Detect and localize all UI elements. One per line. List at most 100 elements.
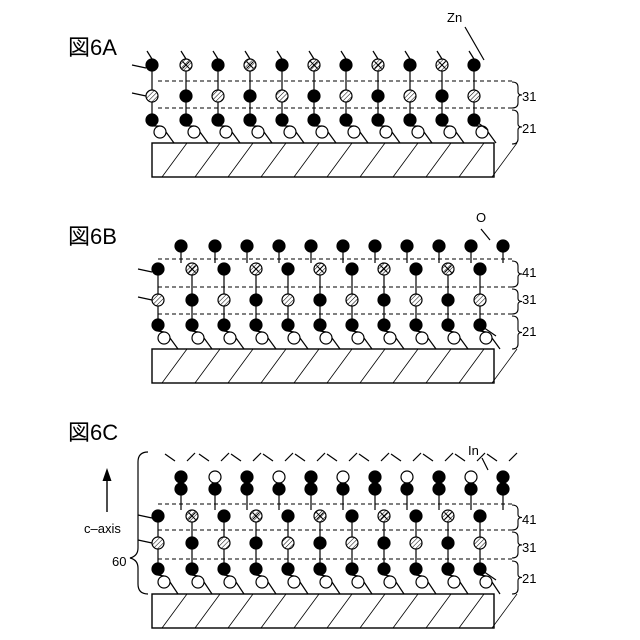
indium-atom — [401, 471, 413, 483]
oxygen-atom — [282, 510, 294, 522]
indium-atom — [320, 576, 332, 588]
bond-line — [277, 51, 282, 59]
oxygen-atom — [442, 563, 454, 575]
bond-line — [199, 454, 209, 461]
c-axis-arrow-head — [103, 468, 112, 481]
substrate-hatch — [492, 594, 517, 628]
layer-label-41: 41 — [522, 512, 536, 527]
bond-line — [396, 338, 404, 349]
gallium-atom — [282, 294, 294, 306]
bond-line — [460, 338, 468, 349]
bond-line — [492, 582, 500, 594]
oxygen-atom — [212, 114, 224, 126]
oxygen-atom — [314, 563, 326, 575]
indium-atom — [352, 576, 364, 588]
panel-title: 図6C — [68, 420, 118, 445]
gallium-atom — [410, 537, 422, 549]
indium-atom — [273, 471, 285, 483]
layer-brace — [512, 316, 522, 349]
oxygen-atom — [442, 319, 454, 331]
indium-atom — [224, 576, 236, 588]
zn-callout-label: Zn — [447, 10, 462, 25]
oxygen-atom — [410, 563, 422, 575]
bond-line — [200, 132, 208, 143]
oxygen-atom — [404, 114, 416, 126]
bond-line — [492, 338, 500, 349]
bond-line — [364, 338, 372, 349]
oxygen-atom — [175, 240, 187, 252]
oxygen-atom — [468, 59, 480, 71]
indium-atom — [284, 126, 296, 138]
indium-atom — [192, 576, 204, 588]
gallium-atom — [152, 294, 164, 306]
bond-line — [327, 454, 337, 461]
indium-atom — [384, 576, 396, 588]
oxygen-atom — [372, 90, 384, 102]
bond-line — [221, 453, 229, 461]
panel-6b: 図6B O 41 31 21 — [68, 210, 536, 383]
oxygen-atom — [218, 510, 230, 522]
bond-line — [264, 132, 272, 143]
gallium-atom — [468, 90, 480, 102]
bond-line — [181, 51, 186, 59]
oxygen-atom — [497, 471, 509, 483]
gallium-atom — [410, 294, 422, 306]
layer-label-21: 21 — [522, 324, 536, 339]
oxygen-atom — [186, 294, 198, 306]
oxygen-atom — [305, 471, 317, 483]
indium-atom — [320, 332, 332, 344]
layer-brace — [512, 110, 522, 144]
indium-atom — [256, 332, 268, 344]
bond-line — [359, 454, 369, 461]
ref-60-label: 60 — [112, 554, 126, 569]
oxygen-atom — [146, 114, 158, 126]
bond-line — [428, 338, 436, 349]
oxygen-atom — [340, 114, 352, 126]
indium-atom — [158, 576, 170, 588]
oxygen-atom — [276, 59, 288, 71]
oxygen-atom — [433, 471, 445, 483]
brace-60 — [130, 452, 148, 594]
oxygen-atom — [346, 263, 358, 275]
oxygen-atom — [340, 59, 352, 71]
substrate — [152, 143, 494, 177]
oxygen-atom — [282, 319, 294, 331]
bond-line — [309, 51, 314, 59]
oxygen-atom — [180, 90, 192, 102]
oxygen-atom — [209, 240, 221, 252]
c-axis-label: c–axis — [84, 521, 121, 536]
bond-line — [487, 454, 497, 461]
oxygen-atom — [218, 263, 230, 275]
substrate-hatch — [492, 349, 517, 383]
oxygen-atom — [433, 240, 445, 252]
indium-atom — [256, 576, 268, 588]
o-callout-label: O — [476, 210, 486, 225]
oxygen-atom — [474, 510, 486, 522]
oxygen-atom — [152, 263, 164, 275]
indium-atom — [448, 576, 460, 588]
substrate — [152, 349, 494, 383]
oxygen-atom — [308, 114, 320, 126]
oxygen-atom — [369, 483, 381, 495]
lattice-6a — [132, 27, 522, 177]
oxygen-atom — [250, 319, 262, 331]
bond-line — [460, 582, 468, 594]
oxygen-atom — [410, 510, 422, 522]
indium-atom — [288, 576, 300, 588]
oxygen-atom — [175, 471, 187, 483]
oxygen-atom — [369, 471, 381, 483]
substrate — [152, 594, 494, 628]
indium-atom — [252, 126, 264, 138]
indium-atom — [380, 126, 392, 138]
indium-atom — [192, 332, 204, 344]
oxygen-atom — [250, 563, 262, 575]
bond-line — [391, 454, 401, 461]
oxygen-atom — [378, 563, 390, 575]
oxygen-atom — [218, 319, 230, 331]
layer-brace — [512, 505, 522, 530]
bond-line — [213, 51, 218, 59]
oxygen-atom — [175, 483, 187, 495]
oxygen-atom — [433, 483, 445, 495]
oxygen-atom — [308, 90, 320, 102]
